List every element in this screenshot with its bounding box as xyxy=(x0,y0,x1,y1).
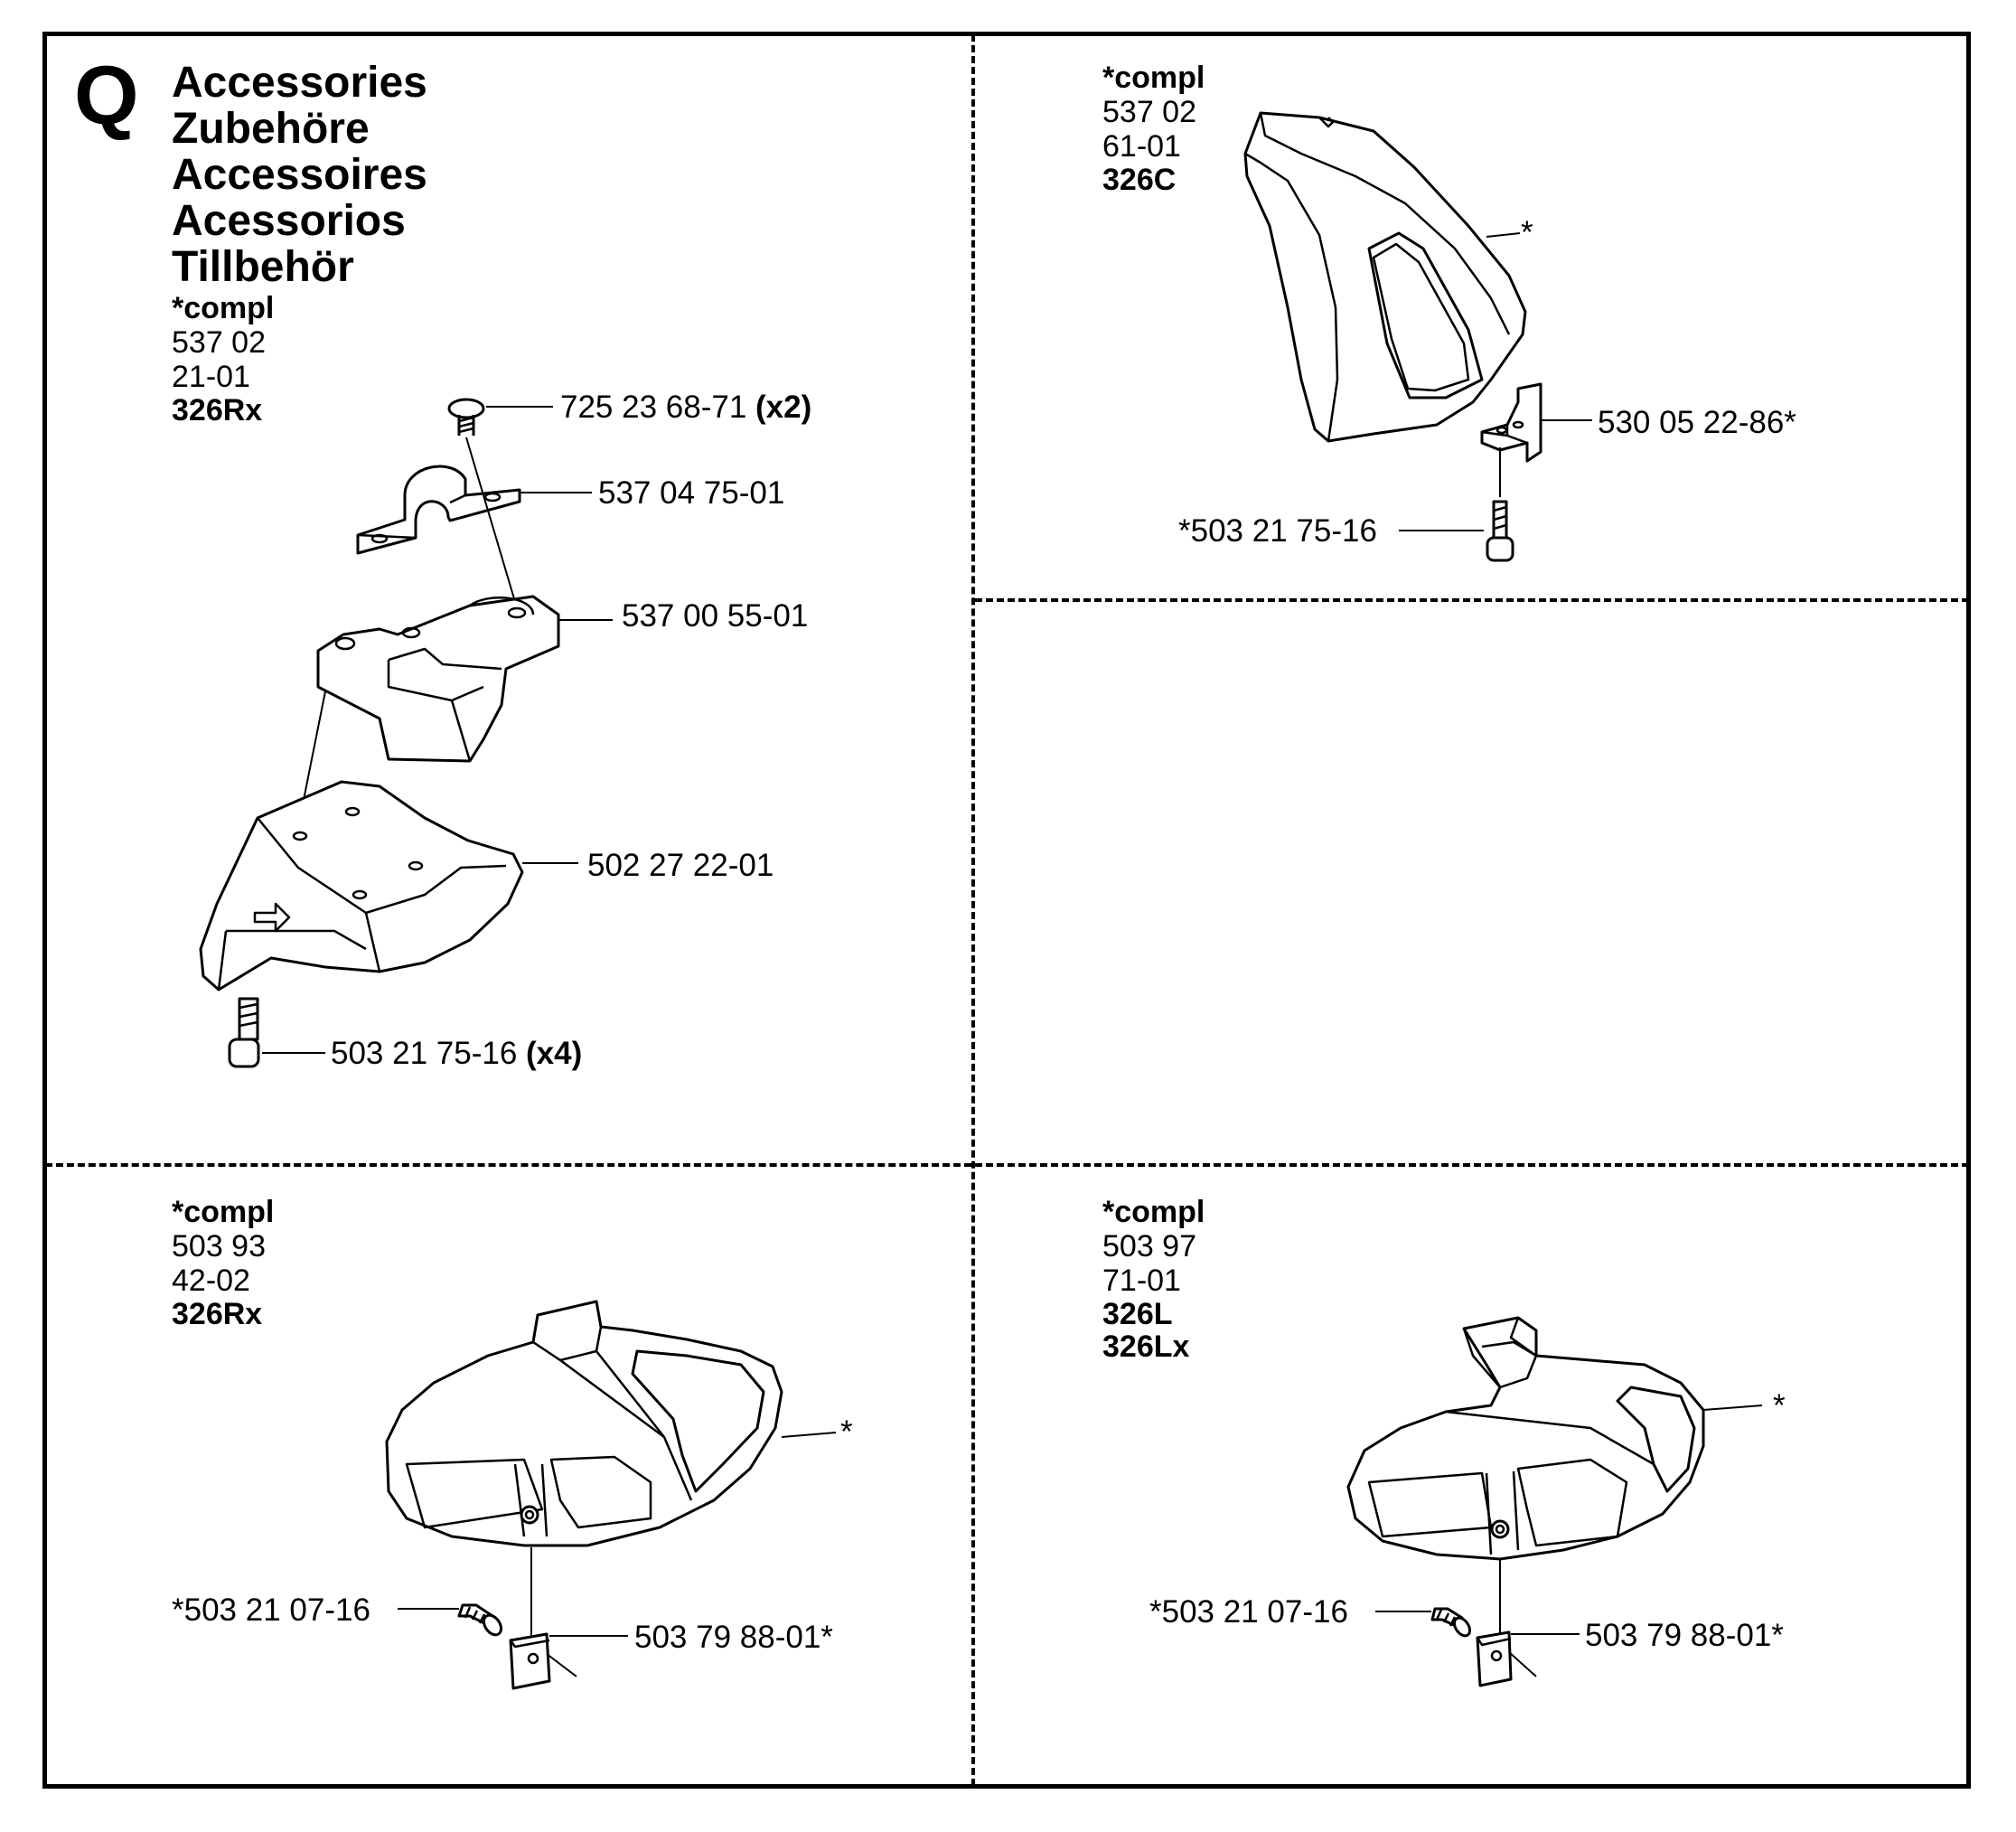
clip-326rx-drawing xyxy=(509,1547,628,1690)
part-label: *503 21 75-16 xyxy=(1178,513,1377,549)
part-label: * xyxy=(1773,1388,1786,1423)
part-label: 502 27 22-01 xyxy=(587,848,774,883)
screw-326rx-drawing xyxy=(398,1603,503,1637)
clip-326l-drawing xyxy=(1476,1559,1580,1687)
part-label: 503 21 75-16 (x4) xyxy=(331,1036,583,1071)
title-de: Zubehöre xyxy=(172,105,370,153)
divider-horizontal-right-top xyxy=(975,598,1969,602)
screw-326c-drawing xyxy=(1399,447,1514,562)
guard-326rx-drawing xyxy=(385,1300,837,1547)
part-label: 503 79 88-01* xyxy=(634,1620,833,1655)
model-top-left: 326Rx xyxy=(172,393,263,427)
part-label: * xyxy=(840,1414,853,1450)
guard-326l-drawing xyxy=(1346,1316,1763,1561)
screw-drawing xyxy=(228,997,325,1068)
divider-horizontal-right-bottom xyxy=(975,1163,1969,1167)
model-bottom-right-1: 326L xyxy=(1102,1297,1173,1331)
compl-bottom-right: *compl 503 97 71-01 326L 326Lx xyxy=(1102,1195,1205,1364)
part-label: 530 05 22-86* xyxy=(1598,405,1796,440)
sheet-frame xyxy=(42,32,1971,1789)
part-label: 503 79 88-01* xyxy=(1585,1618,1784,1653)
divider-vertical xyxy=(971,34,975,1786)
section-titles: Accessories Zubehöre Accessoires Acessor… xyxy=(172,60,427,290)
part-label: *503 21 07-16 xyxy=(1149,1594,1348,1630)
title-en: Accessories xyxy=(172,59,427,107)
part-label: 537 04 75-01 xyxy=(598,475,785,511)
model-top-right: 326C xyxy=(1102,163,1177,197)
part-label: 725 23 68-71 (x2) xyxy=(560,390,812,425)
guard-drawing xyxy=(199,780,578,991)
compl-bottom-left: *compl 503 93 42-02 326Rx xyxy=(172,1195,275,1331)
bracket-drawing xyxy=(316,595,613,763)
compl-top-right: *compl 537 02 61-01 326C xyxy=(1102,61,1205,197)
screw-326l-drawing xyxy=(1375,1607,1472,1638)
model-bottom-left: 326Rx xyxy=(172,1297,263,1331)
part-label: *503 21 07-16 xyxy=(172,1592,370,1628)
bolt-drawing xyxy=(447,398,553,436)
guard-326c-drawing xyxy=(1243,111,1527,443)
part-label: * xyxy=(1521,215,1533,250)
section-letter: Q xyxy=(74,50,139,142)
bracket-326c-drawing xyxy=(1480,382,1592,463)
compl-top-left: *compl 537 02 21-01 326Rx xyxy=(172,291,275,427)
divider-horizontal-left xyxy=(45,1163,971,1167)
clamp-drawing xyxy=(356,465,592,555)
title-fr: Accessoires xyxy=(172,151,427,199)
title-pt: Acessorios xyxy=(172,197,406,245)
title-sv: Tillbehör xyxy=(172,243,354,291)
model-bottom-right-2: 326Lx xyxy=(1102,1329,1190,1364)
part-label: 537 00 55-01 xyxy=(622,598,809,634)
